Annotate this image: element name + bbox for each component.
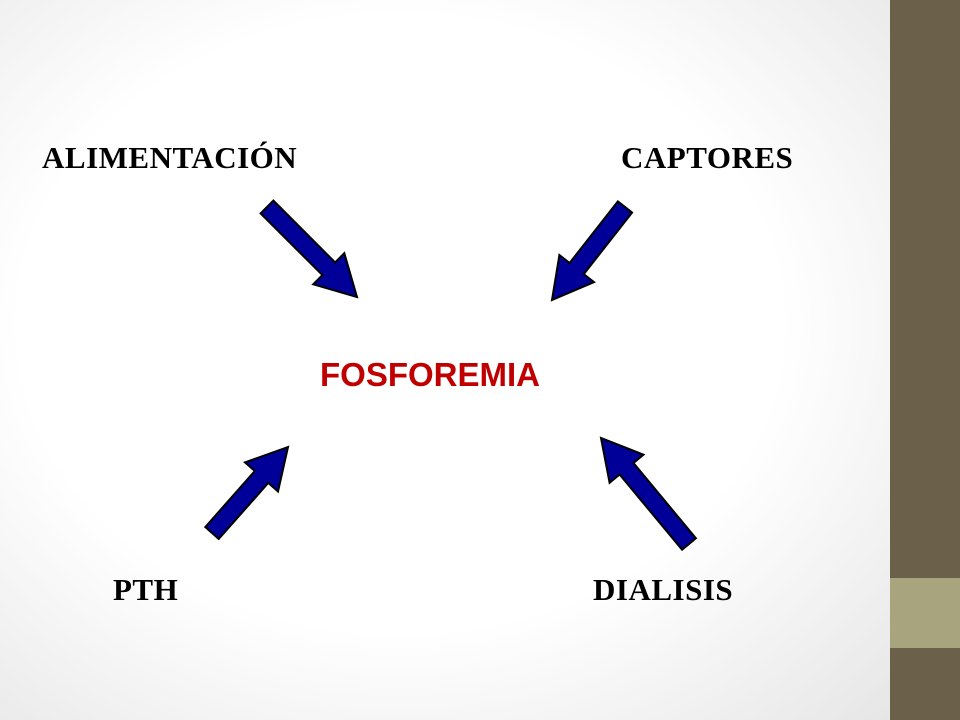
side-bar-accent (890, 578, 960, 648)
arrow-from-captores (550, 199, 634, 302)
arrow-from-alimentacion (259, 199, 359, 299)
arrow-layer (203, 199, 698, 552)
node-captores: CAPTORES (621, 140, 794, 175)
slide-canvas (0, 0, 890, 720)
node-alimentacion: ALIMENTACIÓN (42, 140, 298, 175)
center-node-fosforemia: FOSFOREMIA (320, 356, 540, 393)
node-dialisis: DIALISIS (593, 572, 734, 607)
arrow-from-dialisis (599, 436, 698, 552)
arrow-from-pth (203, 445, 290, 541)
node-pth: PTH (113, 572, 179, 607)
